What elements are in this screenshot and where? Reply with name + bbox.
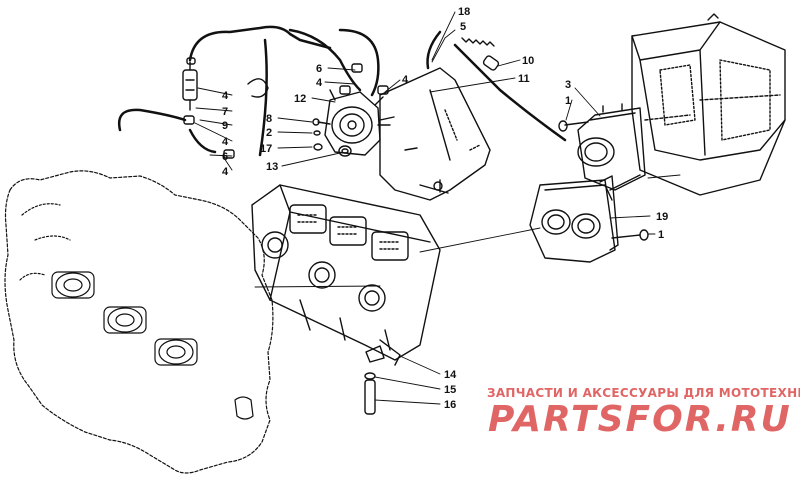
callout-4-filter-bottom: 4 xyxy=(222,136,229,148)
callout-12: 12 xyxy=(294,93,306,105)
screw-1-upper xyxy=(558,120,589,132)
fuel-pump xyxy=(324,85,391,156)
carburetor-1 xyxy=(261,204,327,259)
callout-7: 7 xyxy=(222,106,228,118)
engine-block-outline xyxy=(4,170,274,474)
callout-2: 2 xyxy=(266,127,272,139)
callout-6-upper: 6 xyxy=(316,63,322,75)
callout-4-upper-left: 4 xyxy=(316,77,323,89)
callout-4-upper-right: 4 xyxy=(402,74,409,86)
stud-pins xyxy=(379,116,418,151)
callout-15: 15 xyxy=(444,384,456,396)
air-intake-boot-upper xyxy=(577,103,646,191)
drain-plug-14 xyxy=(365,345,385,363)
screw-1-lower xyxy=(611,229,649,241)
callout-1-upper: 1 xyxy=(565,95,571,107)
drain-hose-16 xyxy=(364,379,376,415)
washer-2 xyxy=(313,130,321,136)
intake-port-2 xyxy=(103,306,147,334)
watermark-logo: PARTSFOR.RU xyxy=(488,399,792,440)
hose-clamp-9 xyxy=(247,78,269,98)
callout-19: 19 xyxy=(656,211,668,223)
callout-3: 3 xyxy=(565,79,571,91)
leader-lines xyxy=(194,11,681,405)
intake-port-1 xyxy=(51,271,95,299)
clamp-15 xyxy=(364,372,376,380)
carburetor-2 xyxy=(308,216,367,289)
callout-5: 5 xyxy=(460,21,466,33)
callout-6-lower: 6 xyxy=(222,151,228,163)
sleeve-10 xyxy=(482,55,500,71)
fuel-hose-upper xyxy=(188,25,380,157)
callout-14: 14 xyxy=(444,369,457,381)
intake-port-3 xyxy=(154,338,198,366)
fuel-pump-bolt-8 xyxy=(312,118,331,126)
callout-1-lower: 1 xyxy=(658,229,664,241)
airbox xyxy=(631,13,786,196)
vent-hose-18 xyxy=(426,30,567,142)
callout-18: 18 xyxy=(458,6,470,18)
carburetor-rack xyxy=(251,184,441,366)
callout-17: 17 xyxy=(260,143,272,155)
mounting-bracket xyxy=(379,67,491,201)
callout-9: 9 xyxy=(222,120,228,132)
callout-4-lower: 4 xyxy=(222,166,229,178)
grommet-13 xyxy=(338,145,352,157)
callout-4-filter-top: 4 xyxy=(222,90,229,102)
watermark-tagline: ЗАПЧАСТИ И АКСЕССУАРЫ ДЛЯ МОТОТЕХНИКИ xyxy=(487,386,800,400)
callout-10: 10 xyxy=(522,55,534,67)
callout-11: 11 xyxy=(518,73,530,85)
air-intake-boot-lower xyxy=(529,175,619,263)
carburetor-3 xyxy=(358,231,409,312)
fuel-hose-lower xyxy=(117,108,217,154)
callout-13: 13 xyxy=(266,161,278,173)
callout-16: 16 xyxy=(444,399,456,411)
spring-5 xyxy=(461,37,495,47)
fuel-filter-7 xyxy=(182,61,198,111)
nut-17 xyxy=(313,143,323,151)
callout-8: 8 xyxy=(266,113,272,125)
callout-labels: 18 5 10 11 6 4 4 12 8 2 17 13 4 7 9 4 6 … xyxy=(222,6,668,411)
